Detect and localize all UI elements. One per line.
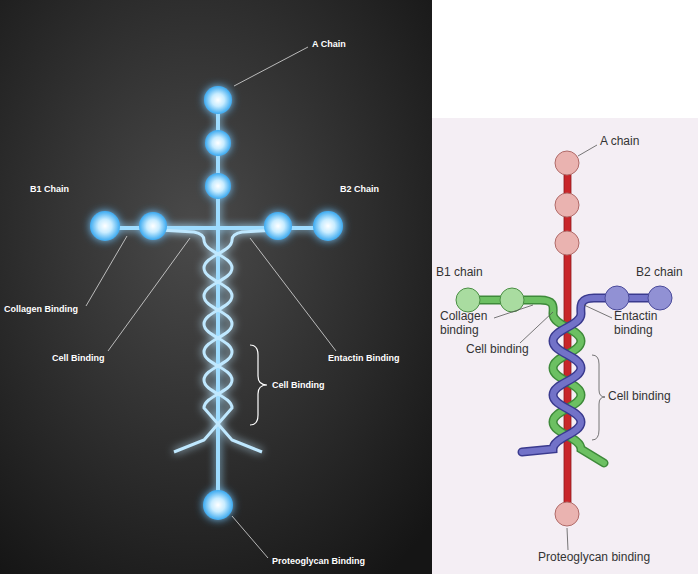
leader-line bbox=[232, 516, 268, 558]
bracket bbox=[250, 345, 267, 425]
b1-globule bbox=[90, 211, 120, 241]
part-label: B2 chain bbox=[636, 266, 683, 280]
b-chain-arms bbox=[105, 226, 328, 230]
part-label: B1 chain bbox=[436, 266, 483, 280]
b1-globule bbox=[456, 288, 480, 312]
b1-chain-outline bbox=[480, 300, 604, 463]
leader-lines-left bbox=[86, 47, 336, 558]
bracket bbox=[592, 355, 605, 440]
leader-line bbox=[250, 238, 336, 351]
a-globules bbox=[555, 151, 579, 526]
b1-globules bbox=[456, 288, 524, 312]
a-chain-rod bbox=[216, 100, 220, 505]
b1-helix bbox=[160, 230, 262, 452]
b2-helix bbox=[174, 230, 276, 452]
proteoglycan-globule bbox=[203, 490, 233, 520]
part-label: Proteoglycan Binding bbox=[272, 556, 365, 566]
a-globule bbox=[204, 86, 232, 114]
a-globule bbox=[555, 231, 579, 255]
part-label: Cell binding bbox=[608, 390, 671, 404]
leader-line bbox=[494, 305, 533, 318]
white-margin bbox=[432, 0, 698, 118]
b2-globules bbox=[605, 286, 672, 310]
part-label: B1 Chain bbox=[30, 184, 69, 194]
b2-globule bbox=[313, 211, 343, 241]
a-globule bbox=[205, 173, 231, 199]
leader-line bbox=[520, 312, 553, 343]
part-label: Collagen binding bbox=[440, 310, 496, 338]
leader-line bbox=[234, 47, 308, 86]
a-globule bbox=[555, 151, 579, 175]
light-panel bbox=[432, 118, 698, 574]
leader-line bbox=[86, 236, 127, 306]
part-label: Cell binding bbox=[466, 343, 529, 357]
part-label: Proteoglycan binding bbox=[538, 551, 650, 565]
b2-globule bbox=[605, 286, 629, 310]
part-label: A chain bbox=[600, 135, 639, 149]
b2-globule bbox=[648, 286, 672, 310]
a-globule bbox=[205, 130, 231, 156]
part-label: Entactin binding bbox=[614, 310, 672, 338]
dark-panel bbox=[0, 0, 432, 574]
a-globule bbox=[555, 193, 579, 217]
b2-globule bbox=[264, 212, 292, 240]
leader-line bbox=[578, 145, 597, 156]
part-label: B2 Chain bbox=[340, 184, 379, 194]
part-label: Collagen Binding bbox=[4, 304, 78, 314]
glow-laminin bbox=[90, 86, 343, 520]
part-label: Cell Binding bbox=[52, 353, 105, 363]
b1-globule bbox=[500, 288, 524, 312]
b1-chain bbox=[480, 300, 604, 463]
part-label: A Chain bbox=[312, 39, 346, 49]
leader-line bbox=[108, 238, 190, 351]
leader-line bbox=[584, 305, 612, 318]
leader-line bbox=[567, 528, 568, 550]
b1-globule bbox=[139, 212, 167, 240]
proteoglycan-globule bbox=[555, 502, 579, 526]
part-label: Entactin Binding bbox=[328, 353, 400, 363]
part-label: Cell Binding bbox=[272, 380, 325, 390]
